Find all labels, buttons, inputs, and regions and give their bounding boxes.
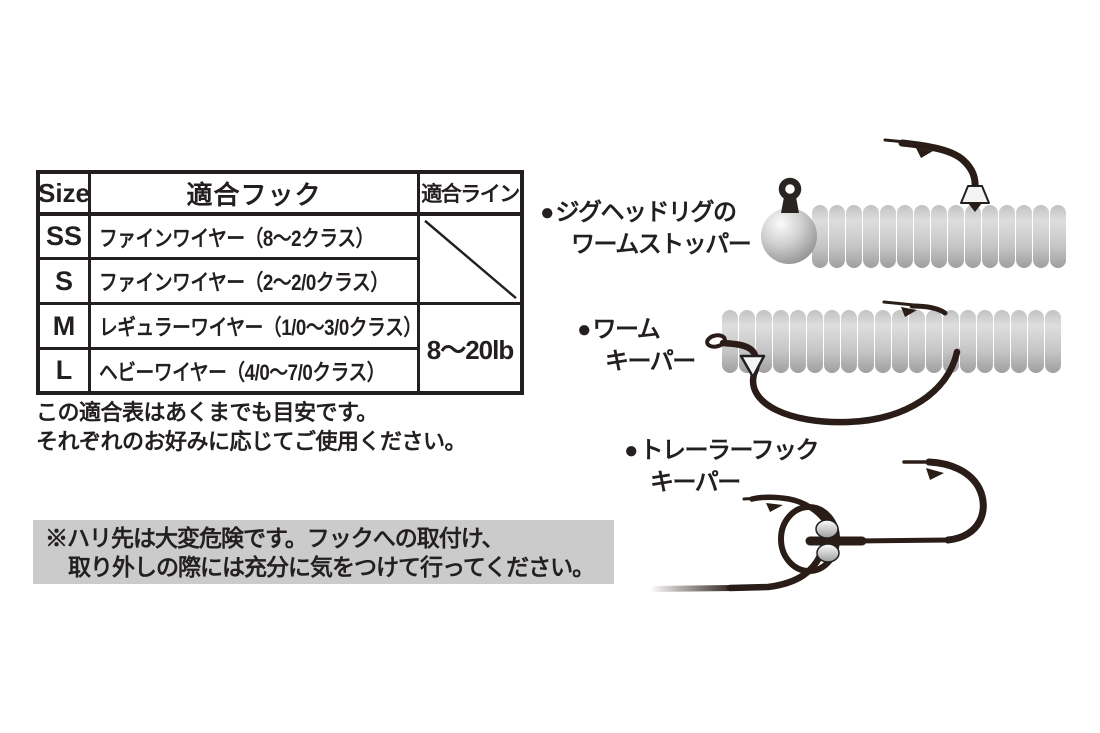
warning-line-1: ※ハリ先は大変危険です。フックへの取付け、 bbox=[45, 525, 505, 551]
row-size-l: L bbox=[40, 350, 91, 391]
warning-line-2: 取り外しの際には充分に気をつけて行ってください。 bbox=[68, 554, 595, 580]
worm-keeper-illustration bbox=[705, 300, 1061, 426]
hook-bend bbox=[898, 139, 979, 194]
keeper-bead-lower bbox=[816, 543, 840, 563]
bullet-icon: ● bbox=[624, 437, 639, 464]
row-hook-l: ヘビーワイヤー（4/0～7/0クラス） bbox=[91, 350, 420, 391]
row-size-ss: SS bbox=[40, 216, 91, 260]
jighead-rig-illustration bbox=[761, 138, 1066, 268]
worm-stopper-cone bbox=[960, 185, 990, 204]
column-header-line: 適合ライン bbox=[420, 174, 520, 216]
label-jighead-worm-stopper: ●ジグヘッドリグの ワームストッパー bbox=[540, 197, 752, 261]
jighead-ball bbox=[761, 208, 817, 264]
jighead-eye-ring bbox=[778, 177, 802, 201]
disclaimer-line-2: それぞれのお好みに応じてご使用ください。 bbox=[36, 429, 467, 454]
hook-line-compatibility-table: Size 適合フック 適合ライン SS ファインワイヤー（8～2クラス） S フ… bbox=[36, 170, 524, 395]
table-disclaimer: この適合表はあくまでも目安です。 それぞれのお好みに応じてご使用ください。 bbox=[36, 398, 467, 456]
label-text: ワーム bbox=[592, 316, 661, 343]
label-text: ワームストッパー bbox=[571, 231, 752, 258]
bullet-icon: ● bbox=[540, 199, 555, 226]
hook-point bbox=[883, 138, 920, 146]
main-hook-shank-fade bbox=[649, 585, 735, 592]
row-size-m: M bbox=[40, 305, 91, 350]
column-header-size: Size bbox=[38, 174, 91, 216]
safety-warning-box: ※ハリ先は大変危険です。フックへの取付け、 取り外しの際には充分に気をつけて行っ… bbox=[33, 520, 614, 584]
worm-body bbox=[812, 205, 1066, 268]
hook-point-curve bbox=[909, 303, 948, 316]
main-hook-barb bbox=[926, 468, 944, 480]
line-cell-not-applicable bbox=[420, 216, 520, 305]
label-text: ジグヘッドリグの bbox=[555, 199, 738, 226]
hook-barb bbox=[916, 148, 933, 158]
row-hook-s: ファインワイヤー（2～2/0クラス） bbox=[91, 260, 420, 305]
row-size-s: S bbox=[40, 260, 91, 305]
trailer-hook-point bbox=[742, 495, 776, 501]
main-hook-lower-shank bbox=[726, 552, 824, 592]
label-text: トレーラーフック bbox=[639, 437, 820, 464]
worm-body bbox=[722, 310, 1061, 373]
hook-shank-and-bend bbox=[719, 339, 961, 426]
trailer-hook-keeper-illustration bbox=[649, 458, 987, 592]
main-hook-bend bbox=[925, 458, 987, 544]
column-header-hook: 適合フック bbox=[91, 174, 420, 216]
label-text: キーパー bbox=[650, 469, 741, 496]
row-hook-m: レギュラーワイヤー（1/0～3/0クラス） bbox=[91, 305, 422, 350]
rig-illustrations bbox=[649, 138, 1066, 592]
hook-barb bbox=[901, 307, 917, 317]
row-hook-ss: ファインワイヤー（8～2クラス） bbox=[91, 216, 420, 260]
hook-point bbox=[882, 300, 916, 307]
trailer-hook-barb bbox=[766, 503, 783, 512]
label-text: キーパー bbox=[605, 348, 696, 375]
bullet-icon: ● bbox=[577, 316, 592, 343]
diagonal-slash bbox=[424, 219, 517, 300]
jighead-collar bbox=[781, 197, 799, 213]
worm-stopper-tip bbox=[968, 203, 982, 212]
line-cell-value: 8～20lb bbox=[426, 334, 515, 365]
label-trailer-hook-keeper: ●トレーラーフック キーパー bbox=[624, 435, 820, 499]
label-worm-keeper: ●ワーム キーパー bbox=[577, 314, 696, 378]
main-hook-shank bbox=[852, 537, 953, 544]
disclaimer-line-1: この適合表はあくまでも目安です。 bbox=[36, 400, 378, 425]
keeper-bead-upper bbox=[815, 519, 839, 539]
worm-keeper-cone bbox=[739, 354, 766, 379]
